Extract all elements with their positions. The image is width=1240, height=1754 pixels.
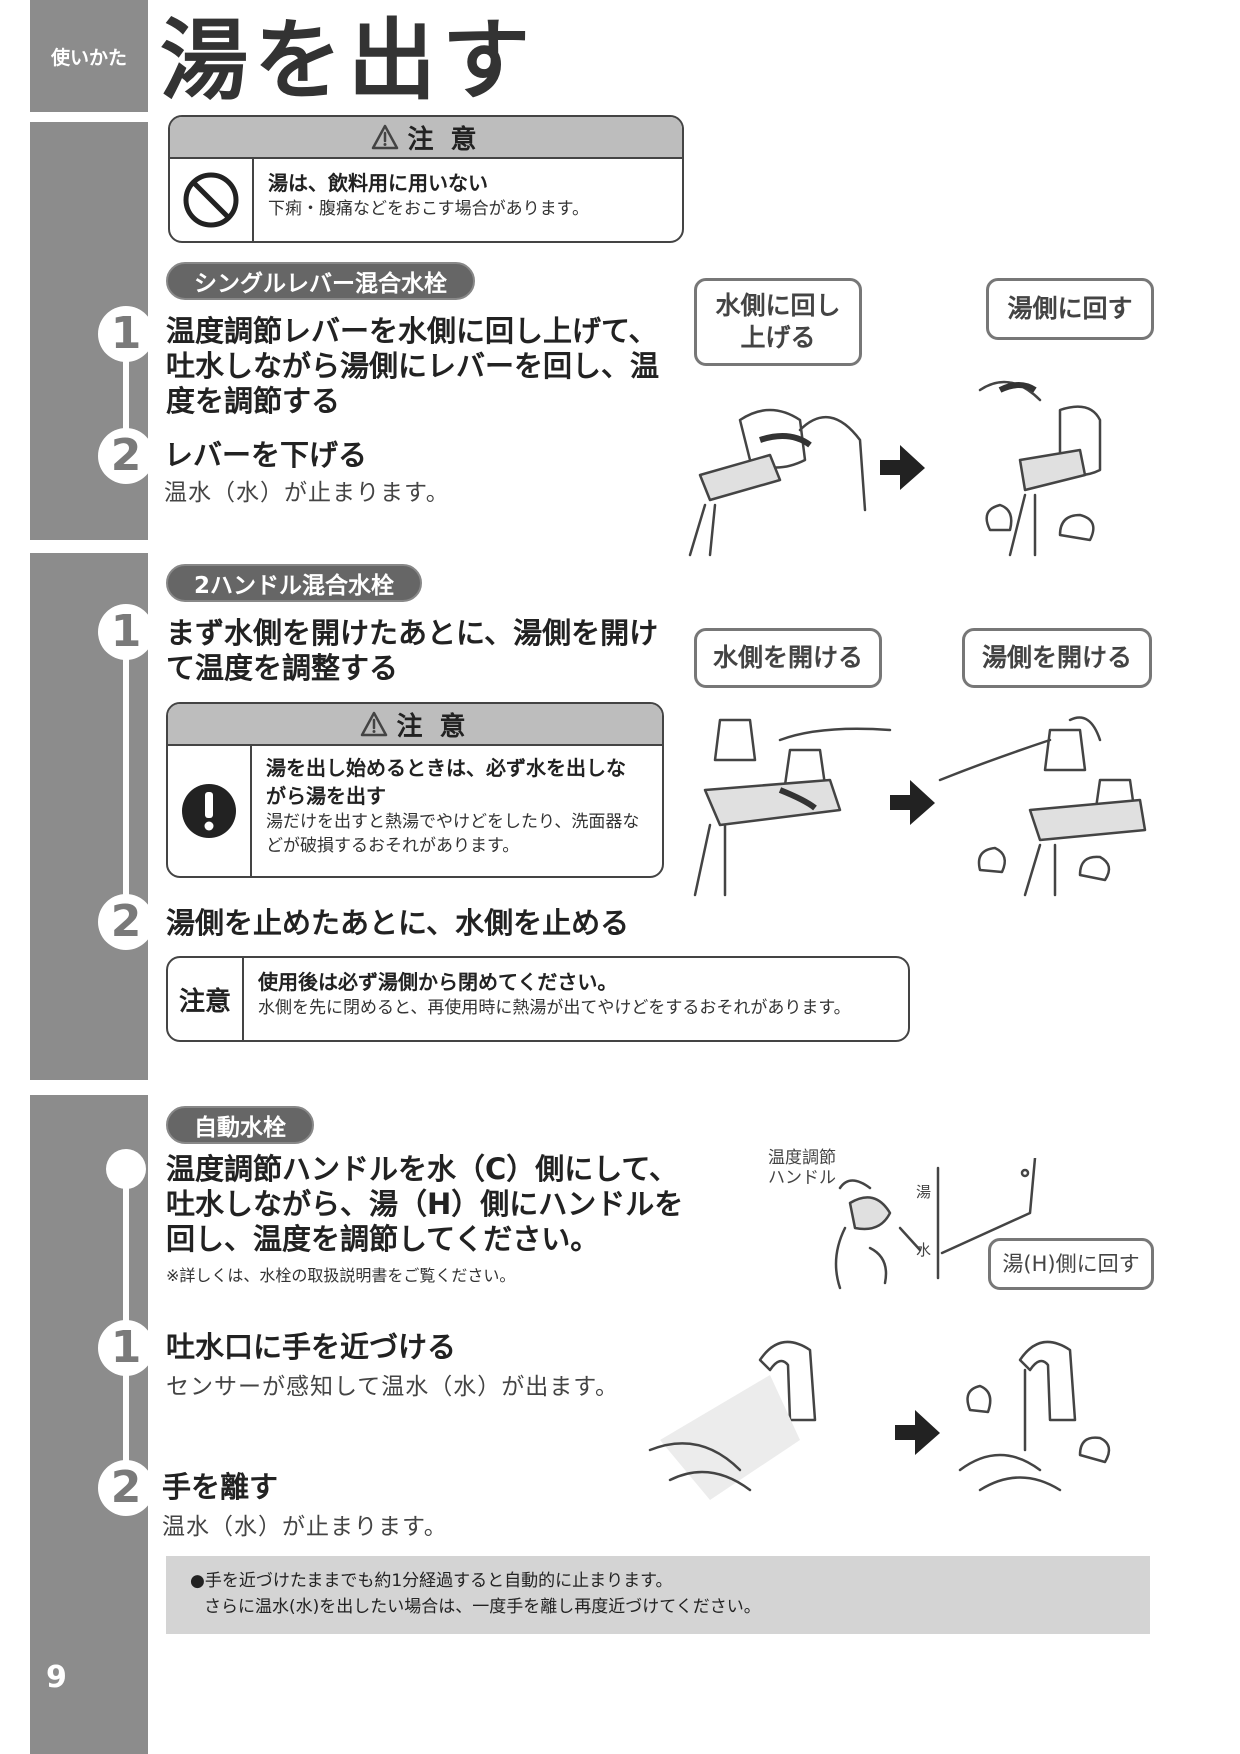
diagram-label-hot: 湯 xyxy=(916,1183,932,1201)
step-number-1: 1 xyxy=(98,1320,154,1376)
caution-heading-text: 注 意 xyxy=(407,124,481,155)
step-number-2: 2 xyxy=(98,1460,154,1516)
step-desc: 温水（水）が止まります。 xyxy=(164,480,450,506)
step-title: 手を離す xyxy=(162,1470,279,1504)
page-title: 湯を出す xyxy=(160,9,537,112)
caution-sub-text: 湯だけを出すと熱湯でやけどをしたり、洗面器などが破損するおそれがあります。 xyxy=(266,812,640,856)
auto-faucet-illustration xyxy=(648,1340,1111,1500)
step-title: まず水側を開けたあとに、湯側を開けて温度を調整する xyxy=(166,616,659,685)
caution-box-drinking: 注 意 湯は、飲料用に用いない 下痢・腹痛などをおこす場合があります。 xyxy=(168,115,684,243)
exclamation-icon xyxy=(168,746,252,876)
caution-main-text: 湯は、飲料用に用いない xyxy=(268,171,488,195)
speech-bubble: 湯(H)側に回す xyxy=(988,1238,1154,1290)
note-line: ●手を近づけたままでも約1分経過すると自動的に止まります。 xyxy=(190,1571,673,1591)
notice-box: 注意 使用後は必ず湯側から閉めてください。 水側を先に閉めると、再使用時に熱湯が… xyxy=(166,956,910,1042)
step-bullet-dot xyxy=(106,1149,146,1189)
caution-heading: 注 意 xyxy=(168,704,662,746)
temperature-handle-illustration xyxy=(834,1158,1037,1290)
step-number-1: 1 xyxy=(98,604,154,660)
speech-bubble: 水側を開ける xyxy=(694,628,882,688)
step-title: レバーを下げる xyxy=(164,438,368,472)
warning-triangle-icon xyxy=(371,124,399,150)
caution-box-hot-water: 注 意 湯を出し始めるときは、必ず水を出しながら湯を出す 湯だけを出すと熱湯でや… xyxy=(166,702,664,878)
diagram-label: 温度調節ハンドル xyxy=(768,1148,836,1188)
step-desc: センサーが感知して温水（水）が出ます。 xyxy=(166,1374,620,1400)
note-line: さらに温水(水)を出したい場合は、一度手を離し再度近づけてください。 xyxy=(204,1597,761,1617)
caution-main-text: 湯を出し始めるときは、必ず水を出しながら湯を出す xyxy=(266,756,626,808)
prohibited-icon xyxy=(170,159,254,241)
step-number-2: 2 xyxy=(98,894,154,950)
speech-bubble: 水側に回し上げる xyxy=(694,278,862,366)
step-title: 温度調節レバーを水側に回し上げて、吐水しながら湯側にレバーを回し、温度を調節する xyxy=(166,314,660,418)
step-number-1: 1 xyxy=(98,306,154,362)
caution-heading: 注 意 xyxy=(170,117,682,159)
notice-label: 注意 xyxy=(168,958,244,1040)
pill-auto-faucet: 自動水栓 xyxy=(166,1106,314,1144)
step-number-2: 2 xyxy=(98,428,154,484)
sidebar-bar-3 xyxy=(30,1095,148,1754)
pill-single-lever: シングルレバー混合水栓 xyxy=(166,262,475,300)
pill-two-handle: 2ハンドル混合水栓 xyxy=(166,564,423,602)
speech-bubble: 湯側に回す xyxy=(986,278,1154,340)
caution-heading-text: 注 意 xyxy=(396,711,470,742)
step-title: 温度調節ハンドルを水（C）側にして、吐水しながら、湯（H）側にハンドルを回し、温… xyxy=(166,1152,684,1256)
speech-bubble: 湯側を開ける xyxy=(962,628,1152,688)
section-label: 使いかた xyxy=(30,0,148,112)
notice-sub-text: 水側を先に閉めると、再使用時に熱湯が出てやけどをするおそれがあります。 xyxy=(258,998,851,1018)
auto-faucet-note: ●手を近づけたままでも約1分経過すると自動的に止まります。 さらに温水(水)を出… xyxy=(166,1556,1150,1634)
step-desc: 温水（水）が止まります。 xyxy=(162,1514,448,1540)
page-number: 9 xyxy=(46,1660,67,1695)
step-title: 吐水口に手を近づける xyxy=(166,1330,457,1364)
step-title: 湯側を止めたあとに、水側を止める xyxy=(166,906,630,940)
caution-sub-text: 下痢・腹痛などをおこす場合があります。 xyxy=(268,199,589,219)
intro-note: ※詳しくは、水栓の取扱説明書をご覧ください。 xyxy=(166,1266,516,1285)
step-line-two-handle xyxy=(123,630,129,920)
warning-triangle-icon xyxy=(360,711,388,737)
single-lever-illustration xyxy=(688,380,1102,557)
step-line-single xyxy=(123,330,129,460)
notice-main-text: 使用後は必ず湯側から閉めてください。 xyxy=(258,970,618,994)
two-handle-illustration xyxy=(693,716,1147,897)
diagram-label-cold: 水 xyxy=(916,1241,932,1259)
